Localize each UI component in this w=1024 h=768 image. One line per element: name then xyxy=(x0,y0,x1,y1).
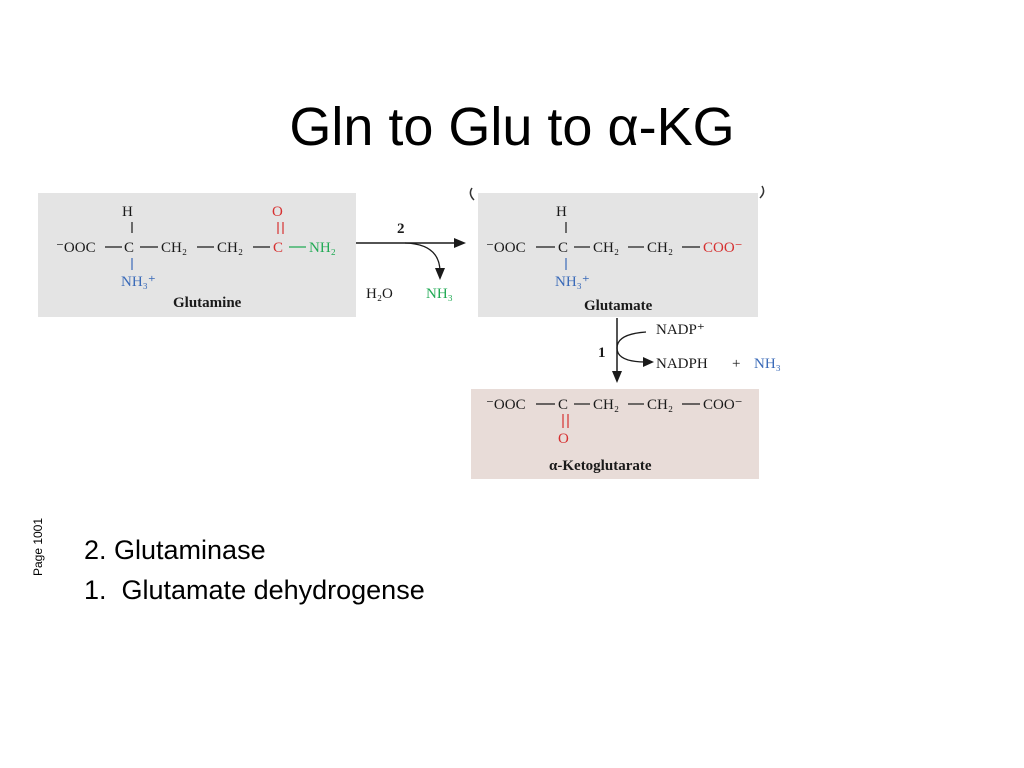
glutamate-name: Glutamate xyxy=(584,298,653,314)
glutamine-o: O xyxy=(272,204,283,220)
glutamate-ooc: ⁻OOC xyxy=(486,240,526,256)
glutamate-ch2-b: CH₂ xyxy=(647,240,673,256)
glutamate-c-alpha: C xyxy=(558,240,568,256)
glutamine-c-alpha: C xyxy=(124,240,134,256)
ketoglutarate-ch2-a: CH₂ xyxy=(593,397,619,413)
glutamine-h: H xyxy=(122,204,133,220)
glutamate-nh3plus: NH₃⁺ xyxy=(555,274,590,290)
glutamine-box xyxy=(38,193,356,317)
enzyme-item-glutamate-dehydrogenase: 1. Glutamate dehydrogense xyxy=(84,575,425,605)
enzyme-list: 2. Glutaminase 1. Glutamate dehydrogense xyxy=(84,530,425,610)
reaction-2-nh3: NH₃ xyxy=(426,286,453,302)
reaction-2: 2 H₂O NH₃ xyxy=(356,221,466,302)
glutamine-ooc: ⁻OOC xyxy=(56,240,96,256)
reaction-2-h2o: H₂O xyxy=(366,286,393,302)
ketoglutarate-ooc: ⁻OOC xyxy=(486,397,526,413)
page-reference-label: Page 1001 xyxy=(31,517,45,577)
glutamine-nh2: NH₂ xyxy=(309,240,336,256)
bracket-mark-right xyxy=(759,185,765,199)
page-title: Gln to Glu to α-KG xyxy=(289,97,735,157)
reaction-1-nadph: NADPH xyxy=(656,356,708,372)
glutamate-ch2-a: CH₂ xyxy=(593,240,619,256)
reaction-1: 1 NADP⁺ NADPH + NH₃ xyxy=(598,318,781,383)
glutamine-ch2-b: CH₂ xyxy=(217,240,243,256)
glutamate-h: H xyxy=(556,204,567,220)
ketoglutarate-name: α-Ketoglutarate xyxy=(549,458,652,474)
enzyme-item-glutaminase: 2. Glutaminase xyxy=(84,535,266,565)
glutamine-nh3plus: NH₃⁺ xyxy=(121,274,156,290)
glutamine-name: Glutamine xyxy=(173,295,242,311)
glutamine-ch2-a: CH₂ xyxy=(161,240,187,256)
reaction-1-curved-arrow xyxy=(616,331,647,363)
bracket-mark-left xyxy=(469,187,475,201)
glutamine-c-amide: C xyxy=(273,240,283,256)
reaction-1-nadp: NADP⁺ xyxy=(656,322,705,338)
glutamine-structure: H ⁻OOC C CH₂ CH₂ O C NH₂ NH₃⁺ Glutamine xyxy=(38,193,356,317)
ketoglutarate-structure: ⁻OOC C CH₂ CH₂ COO⁻ O α-Ketoglutarate xyxy=(471,389,759,479)
reaction-1-plus: + xyxy=(732,356,740,372)
glutamate-structure: H ⁻OOC C CH₂ CH₂ COO⁻ NH₃⁺ Glutamate xyxy=(478,193,758,317)
ketoglutarate-box xyxy=(471,389,759,479)
ketoglutarate-c-alpha: C xyxy=(558,397,568,413)
reaction-1-step: 1 xyxy=(598,345,606,361)
ketoglutarate-coo: COO⁻ xyxy=(703,397,743,413)
glutamate-coo: COO⁻ xyxy=(703,240,743,256)
glutamate-box xyxy=(478,193,758,317)
reaction-2-curved-arrow xyxy=(404,242,441,273)
ketoglutarate-o: O xyxy=(558,431,569,447)
reaction-1-nh3: NH₃ xyxy=(754,356,781,372)
reaction-2-step: 2 xyxy=(397,221,405,237)
ketoglutarate-ch2-b: CH₂ xyxy=(647,397,673,413)
